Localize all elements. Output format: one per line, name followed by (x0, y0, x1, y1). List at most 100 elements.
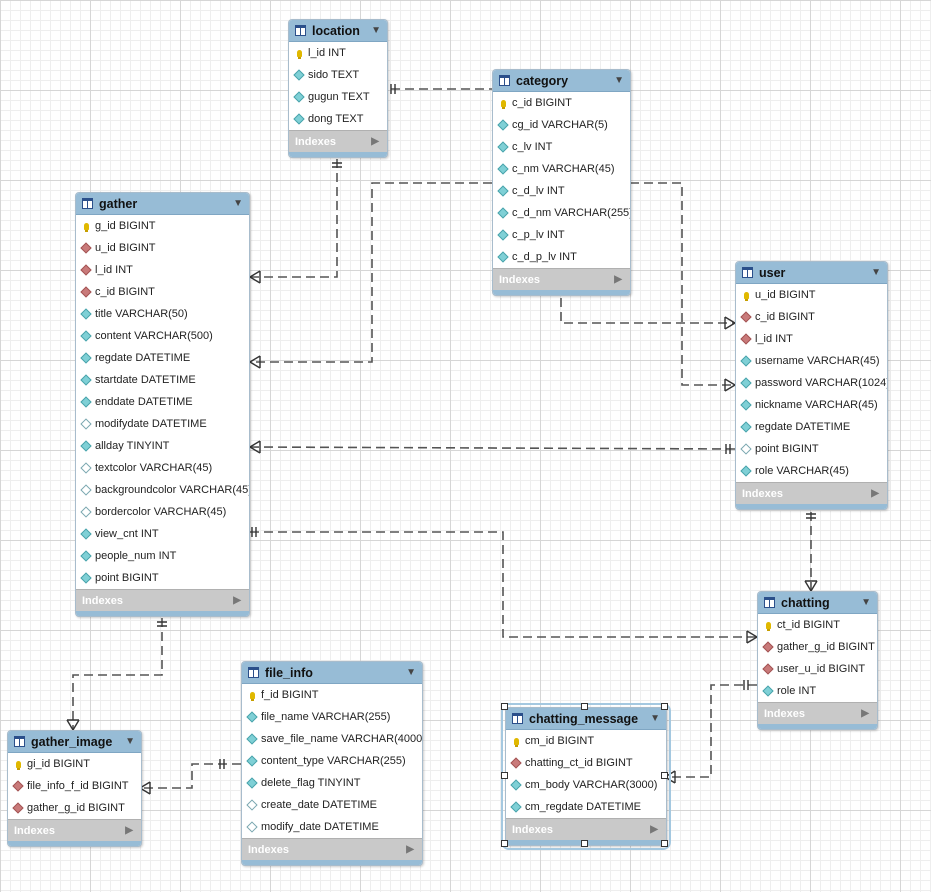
table-header[interactable]: chatting▼ (758, 592, 877, 614)
triangle-down-icon[interactable]: ▼ (125, 736, 135, 747)
column-row[interactable]: gather_g_id BIGINT (758, 636, 877, 658)
column-row[interactable]: c_d_lv INT (493, 180, 630, 202)
triangle-down-icon[interactable]: ▼ (614, 75, 624, 86)
column-row[interactable]: title VARCHAR(50) (76, 303, 249, 325)
column-row[interactable]: gi_id BIGINT (8, 753, 141, 775)
column-row[interactable]: c_d_p_lv INT (493, 246, 630, 268)
column-row[interactable]: file_info_f_id BIGINT (8, 775, 141, 797)
column-row[interactable]: role VARCHAR(45) (736, 460, 887, 482)
column-row[interactable]: g_id BIGINT (76, 215, 249, 237)
column-row[interactable]: regdate DATETIME (736, 416, 887, 438)
column-row[interactable]: save_file_name VARCHAR(4000) (242, 728, 422, 750)
triangle-down-icon[interactable]: ▼ (371, 25, 381, 36)
column-row[interactable]: password VARCHAR(1024) (736, 372, 887, 394)
column-row[interactable]: cg_id VARCHAR(5) (493, 114, 630, 136)
expand-arrow-icon[interactable]: ▶ (125, 825, 133, 836)
indexes-section[interactable]: Indexes▶ (758, 702, 877, 724)
column-row[interactable]: delete_flag TINYINT (242, 772, 422, 794)
resize-handle[interactable] (501, 703, 508, 710)
relationship-line[interactable] (250, 182, 492, 363)
indexes-section[interactable]: Indexes▶ (736, 482, 887, 504)
resize-handle[interactable] (661, 771, 668, 779)
column-row[interactable]: enddate DATETIME (76, 391, 249, 413)
relationship-line[interactable] (630, 182, 735, 386)
column-row[interactable]: file_name VARCHAR(255) (242, 706, 422, 728)
column-row[interactable]: backgroundcolor VARCHAR(45) (76, 479, 249, 501)
triangle-down-icon[interactable]: ▼ (871, 267, 881, 278)
column-row[interactable]: people_num INT (76, 545, 249, 567)
column-row[interactable]: c_nm VARCHAR(45) (493, 158, 630, 180)
resize-handle[interactable] (661, 703, 668, 710)
table-header[interactable]: user▼ (736, 262, 887, 284)
column-row[interactable]: c_p_lv INT (493, 224, 630, 246)
column-row[interactable]: content VARCHAR(500) (76, 325, 249, 347)
resize-handle[interactable] (581, 703, 588, 710)
relationship-line[interactable] (72, 618, 163, 730)
column-row[interactable]: gather_g_id BIGINT (8, 797, 141, 819)
expand-arrow-icon[interactable]: ▶ (861, 708, 869, 719)
column-row[interactable]: c_id BIGINT (493, 92, 630, 114)
column-row[interactable]: dong TEXT (289, 108, 387, 130)
column-row[interactable]: startdate DATETIME (76, 369, 249, 391)
triangle-down-icon[interactable]: ▼ (406, 667, 416, 678)
column-row[interactable]: point BIGINT (76, 567, 249, 589)
triangle-down-icon[interactable]: ▼ (650, 713, 660, 724)
relationship-line[interactable] (140, 763, 241, 789)
column-row[interactable]: bordercolor VARCHAR(45) (76, 501, 249, 523)
column-row[interactable]: textcolor VARCHAR(45) (76, 457, 249, 479)
resize-handle[interactable] (661, 840, 668, 847)
expand-arrow-icon[interactable]: ▶ (871, 488, 879, 499)
column-row[interactable]: sido TEXT (289, 64, 387, 86)
table-header[interactable]: category▼ (493, 70, 630, 92)
column-row[interactable]: l_id INT (76, 259, 249, 281)
column-row[interactable]: c_id BIGINT (76, 281, 249, 303)
indexes-section[interactable]: Indexes▶ (289, 130, 387, 152)
triangle-down-icon[interactable]: ▼ (861, 597, 871, 608)
column-row[interactable]: modifydate DATETIME (76, 413, 249, 435)
column-row[interactable]: allday TINYINT (76, 435, 249, 457)
column-row[interactable]: content_type VARCHAR(255) (242, 750, 422, 772)
table-header[interactable]: file_info▼ (242, 662, 422, 684)
relationship-line[interactable] (250, 159, 338, 278)
column-row[interactable]: c_lv INT (493, 136, 630, 158)
resize-handle[interactable] (501, 771, 508, 779)
indexes-section[interactable]: Indexes▶ (76, 589, 249, 611)
column-row[interactable]: cm_id BIGINT (506, 730, 666, 752)
column-row[interactable]: gugun TEXT (289, 86, 387, 108)
relationship-line[interactable] (560, 298, 735, 324)
table-header[interactable]: gather_image▼ (8, 731, 141, 753)
column-row[interactable]: regdate DATETIME (76, 347, 249, 369)
triangle-down-icon[interactable]: ▼ (233, 198, 243, 209)
expand-arrow-icon[interactable]: ▶ (233, 595, 241, 606)
column-row[interactable]: user_u_id BIGINT (758, 658, 877, 680)
relationship-line[interactable] (250, 531, 757, 638)
column-row[interactable]: c_id BIGINT (736, 306, 887, 328)
column-row[interactable]: modify_date DATETIME (242, 816, 422, 838)
column-row[interactable]: u_id BIGINT (76, 237, 249, 259)
column-row[interactable]: username VARCHAR(45) (736, 350, 887, 372)
column-row[interactable]: f_id BIGINT (242, 684, 422, 706)
table-header[interactable]: chatting_message▼ (506, 708, 666, 730)
column-row[interactable]: point BIGINT (736, 438, 887, 460)
table-header[interactable]: gather▼ (76, 193, 249, 215)
column-row[interactable]: cm_body VARCHAR(3000) (506, 774, 666, 796)
column-row[interactable]: c_d_nm VARCHAR(255) (493, 202, 630, 224)
indexes-section[interactable]: Indexes▶ (493, 268, 630, 290)
resize-handle[interactable] (581, 840, 588, 847)
table-header[interactable]: location▼ (289, 20, 387, 42)
relationship-line[interactable] (249, 446, 736, 450)
column-row[interactable]: create_date DATETIME (242, 794, 422, 816)
expand-arrow-icon[interactable]: ▶ (406, 844, 414, 855)
column-row[interactable]: role INT (758, 680, 877, 702)
column-row[interactable]: ct_id BIGINT (758, 614, 877, 636)
expand-arrow-icon[interactable]: ▶ (371, 136, 379, 147)
column-row[interactable]: nickname VARCHAR(45) (736, 394, 887, 416)
column-row[interactable]: view_cnt INT (76, 523, 249, 545)
